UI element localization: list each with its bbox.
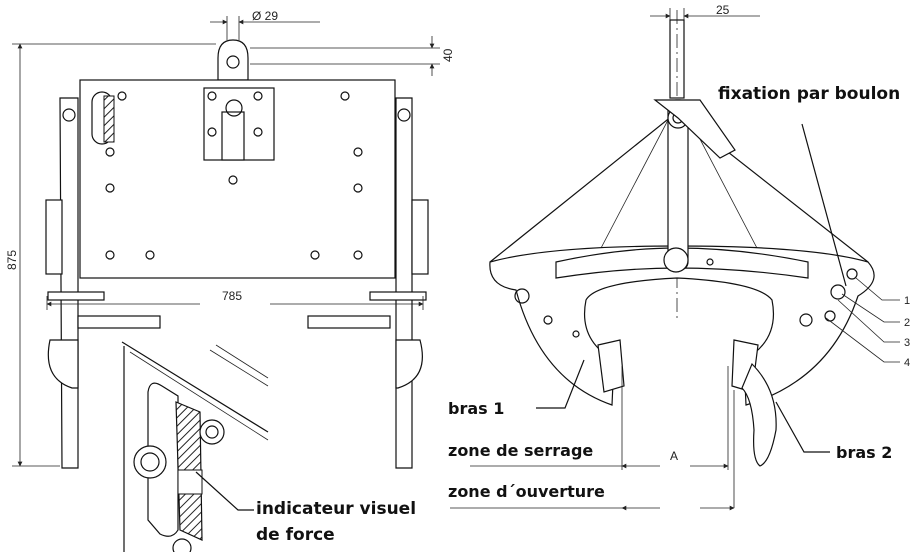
leader-arm1 <box>536 359 585 409</box>
dim-hole-diameter: Ø 29 <box>252 9 278 23</box>
right-pad <box>395 339 423 389</box>
label-bolt-fixation: fixation par boulon <box>718 84 900 104</box>
left-side-arm <box>59 97 79 469</box>
label-force-indicator-2: de force <box>256 525 335 545</box>
pad-left <box>597 339 625 393</box>
right-jaw-bar <box>307 315 391 329</box>
dim-shaft-width: 25 <box>716 3 730 17</box>
callout-4: 4 <box>904 357 910 369</box>
lug-hole <box>226 55 240 69</box>
leader-bolt <box>801 123 847 287</box>
label-opening-zone: zone d´ouverture <box>448 482 605 501</box>
leader-arm2 <box>775 401 830 453</box>
plate-bolts <box>105 91 363 260</box>
left-pad <box>47 339 79 389</box>
dim-total-height: 875 <box>5 250 19 270</box>
front-view: Ø 29 40 875 785 <box>5 9 455 469</box>
label-clamping-zone: zone de serrage <box>448 441 593 460</box>
callout-1: 1 <box>904 295 910 307</box>
side-view: 25 A <box>450 3 900 511</box>
indicator-hatch <box>103 95 115 143</box>
detail-nut <box>133 445 167 479</box>
label-arm2: bras 2 <box>836 443 892 462</box>
bracket-slot <box>221 111 245 161</box>
dim-top-offset: 40 <box>441 48 455 62</box>
lifting-lug <box>217 39 249 81</box>
callout-3: 3 <box>904 337 910 349</box>
arm2-handle <box>741 362 777 467</box>
toggle-lever <box>653 99 736 159</box>
dim-width: 785 <box>222 289 242 303</box>
detail-inset <box>112 341 269 552</box>
right-side-arm <box>395 97 413 469</box>
label-force-indicator-1: indicateur visuel <box>256 499 416 519</box>
callout-2: 2 <box>904 317 910 329</box>
jaw-body <box>489 245 875 406</box>
left-jaw-bar <box>77 315 161 329</box>
label-arm1: bras 1 <box>448 399 504 418</box>
dim-clamp-gap: A <box>670 449 678 463</box>
